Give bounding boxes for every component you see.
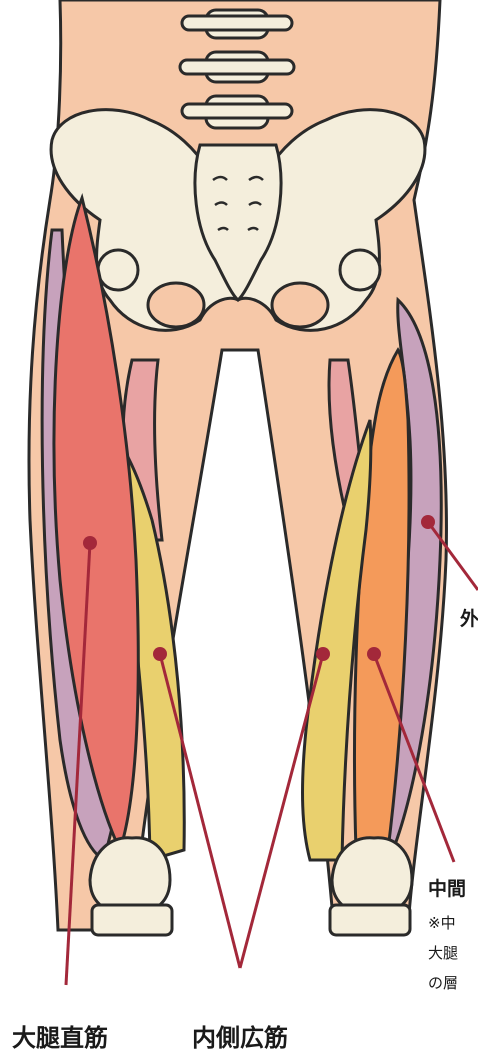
note-line-2: 大腿 xyxy=(428,942,458,963)
label-rectus-femoris: 大腿直筋 xyxy=(12,1018,108,1053)
dot-rectus-femoris xyxy=(83,536,97,550)
label-vastus-lateralis-partial: 外 xyxy=(460,604,478,631)
dot-vastus-medialis-right xyxy=(316,647,330,661)
dot-vastus-intermedius xyxy=(367,647,381,661)
note-line-1: ※中 xyxy=(428,912,456,933)
dot-vastus-lateralis xyxy=(421,515,435,529)
dot-vastus-medialis-left xyxy=(153,647,167,661)
note-line-3: の層 xyxy=(428,972,458,993)
lumbar-spine xyxy=(180,10,294,128)
label-vastus-intermedius-partial: 中間 xyxy=(428,874,466,901)
label-vastus-medialis: 内側広筋 xyxy=(192,1018,288,1053)
knees xyxy=(90,838,412,935)
